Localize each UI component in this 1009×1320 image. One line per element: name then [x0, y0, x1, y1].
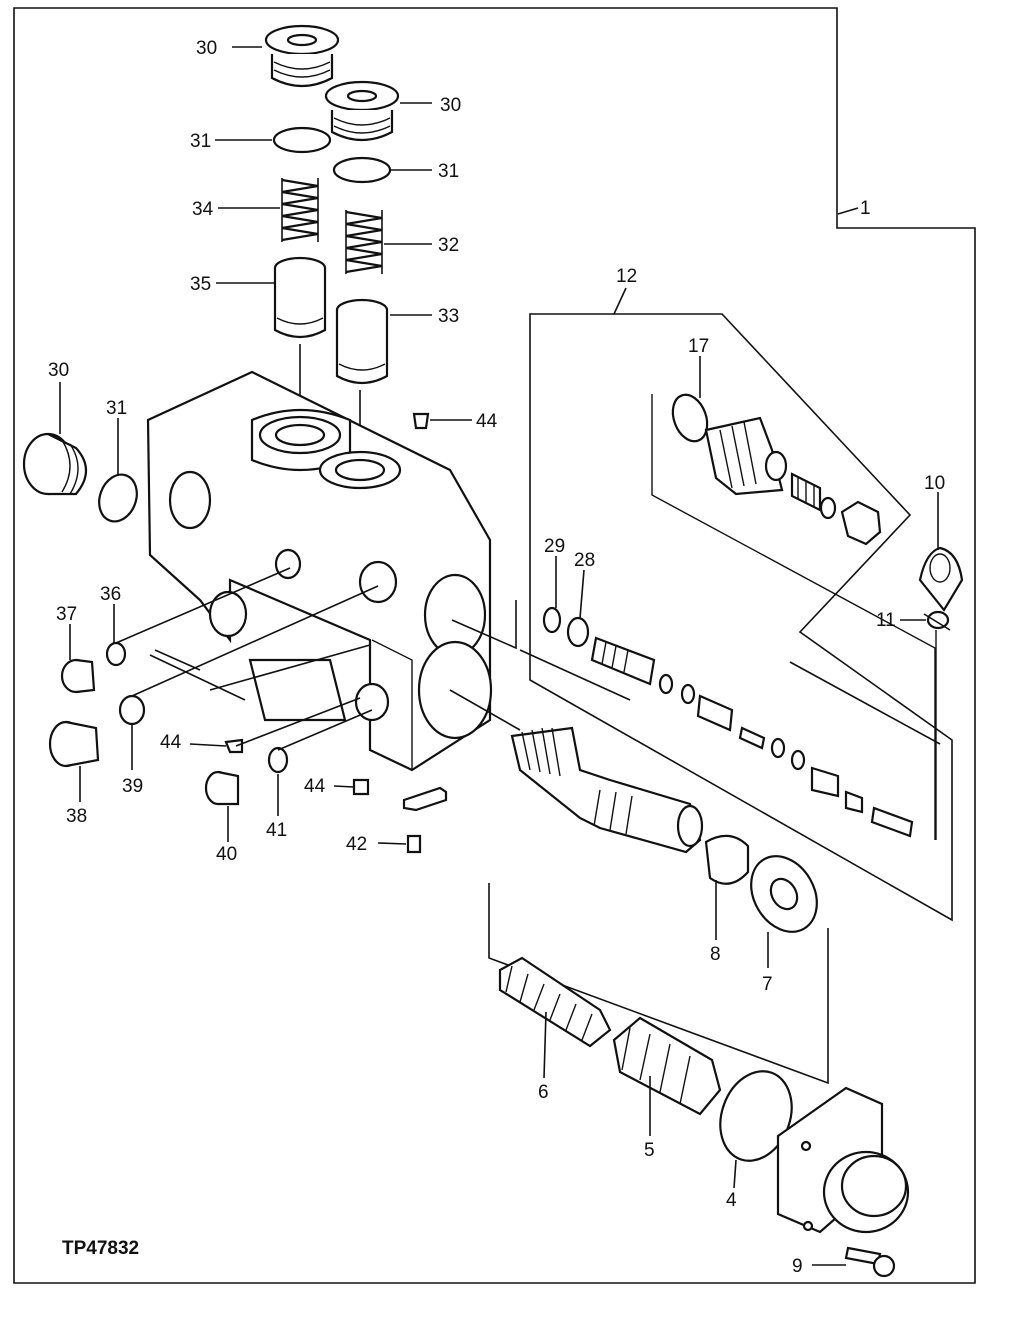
plug-small — [810, 766, 840, 798]
screw-44-top — [412, 412, 430, 430]
oring-31-top-left — [272, 126, 332, 154]
seal-c — [770, 737, 786, 759]
callout-28: 28 — [574, 550, 595, 571]
callout-38: 38 — [66, 806, 87, 827]
callout-34: 34 — [192, 199, 214, 220]
callout-30-top-right: 30 — [440, 95, 461, 116]
plug-44-bottom — [352, 778, 370, 796]
ring-28 — [566, 616, 590, 648]
callout-30-top-left: 30 — [196, 38, 217, 59]
callout-10: 10 — [924, 473, 945, 494]
plug-30-left — [22, 432, 88, 496]
pin-11 — [923, 610, 951, 631]
seal-b — [680, 683, 696, 705]
callout-1: 1 — [860, 198, 871, 219]
figure-code: TP47832 — [62, 1238, 139, 1259]
plug-40 — [204, 770, 240, 806]
oring-31-top-right — [332, 156, 392, 184]
spring-tiny — [738, 726, 766, 750]
spring-10 — [918, 546, 964, 612]
callout-31-left: 31 — [106, 398, 127, 419]
plug-38 — [48, 720, 100, 768]
callout-44-bottom: 44 — [304, 776, 326, 797]
oring-17 — [671, 393, 709, 443]
plug-30-top-left — [264, 24, 340, 88]
screw-9 — [844, 1246, 896, 1278]
callout-35: 35 — [190, 274, 211, 295]
callout-31-top-left: 31 — [190, 131, 211, 152]
spring-5 — [612, 1016, 722, 1116]
end-cap — [776, 1086, 910, 1234]
oring-31-left — [98, 473, 138, 523]
oring-36 — [105, 641, 127, 667]
callout-39: 39 — [122, 776, 143, 797]
nut-12 — [840, 500, 882, 546]
spring-32 — [345, 210, 383, 274]
callout-5: 5 — [644, 1140, 655, 1161]
washer-7 — [750, 855, 818, 933]
plug-30-top-right — [324, 80, 400, 142]
callout-4: 4 — [726, 1190, 737, 1211]
oring-4 — [719, 1070, 793, 1162]
group-17-box — [651, 394, 936, 840]
spool-small — [590, 636, 656, 686]
callout-30-left: 30 — [48, 360, 69, 381]
callout-44-top: 44 — [476, 411, 498, 432]
callout-37: 37 — [56, 604, 77, 625]
callout-9: 9 — [792, 1256, 803, 1277]
spring-small-12 — [790, 472, 822, 512]
callout-29: 29 — [544, 536, 565, 557]
piston-33 — [335, 298, 389, 385]
piston-35 — [273, 256, 327, 339]
valve-body — [146, 370, 493, 772]
callout-12: 12 — [616, 266, 637, 287]
main-spool — [510, 726, 704, 854]
ring-12 — [819, 496, 837, 520]
group-7-box — [488, 883, 829, 1085]
callout-11: 11 — [876, 610, 896, 631]
callout-42: 42 — [346, 834, 367, 855]
plug-37 — [60, 658, 96, 694]
kit-boundary-frame — [13, 7, 976, 1284]
oring-29 — [542, 606, 562, 634]
sleeve — [696, 694, 734, 732]
spring-34 — [281, 178, 319, 242]
callout-7: 7 — [762, 974, 773, 995]
callout-36: 36 — [100, 584, 121, 605]
bracket — [402, 786, 448, 812]
callout-44-left: 44 — [160, 732, 182, 753]
plug-44-left — [224, 738, 244, 754]
callout-8: 8 — [710, 944, 721, 965]
callout-32: 32 — [438, 235, 459, 256]
guide-8 — [704, 834, 750, 885]
nipple — [844, 790, 864, 814]
callout-41: 41 — [266, 820, 287, 841]
callout-40: 40 — [216, 844, 237, 865]
relief-valve-cartridge — [704, 416, 788, 496]
group-12-boundary — [529, 313, 953, 922]
seal-d — [790, 749, 806, 771]
oring-39 — [118, 694, 146, 726]
callout-17: 17 — [688, 336, 709, 357]
callout-33: 33 — [438, 306, 459, 327]
oring-41 — [267, 746, 289, 774]
callout-31-top-right: 31 — [438, 161, 459, 182]
threaded-rod — [870, 806, 914, 838]
seal-a — [658, 673, 674, 695]
spring-6 — [498, 956, 612, 1048]
screw-42 — [406, 834, 422, 854]
callout-6: 6 — [538, 1082, 549, 1103]
